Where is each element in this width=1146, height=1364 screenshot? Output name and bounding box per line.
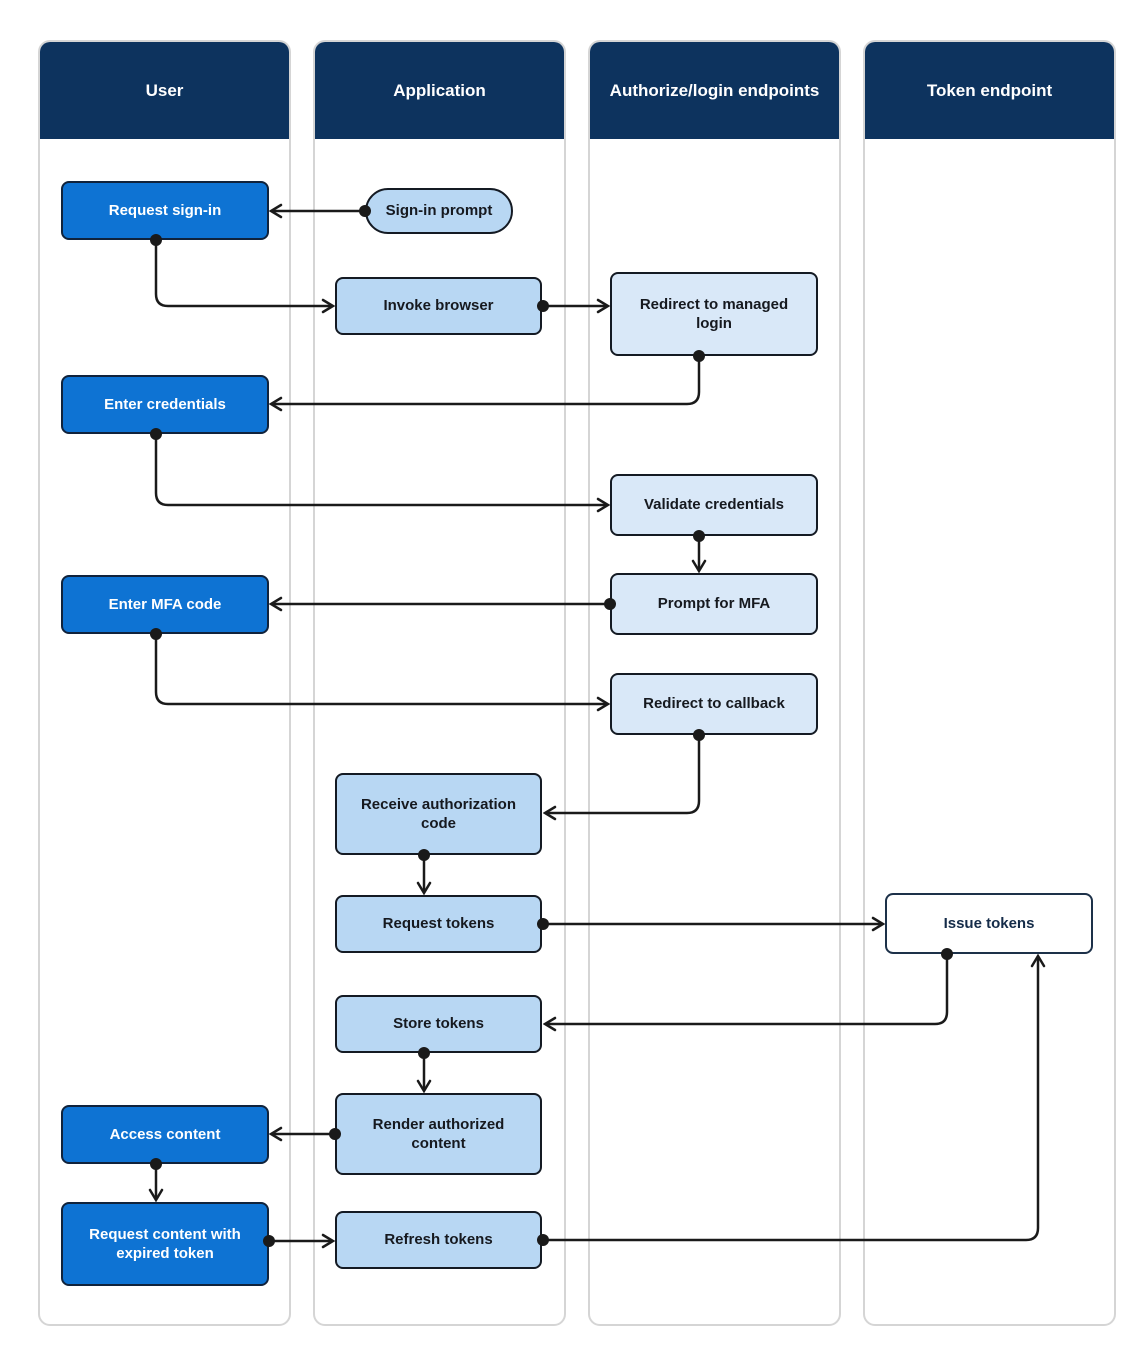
lane-title: User [145, 80, 184, 100]
lane-header-token-endpoint: Token endpoint [865, 42, 1114, 139]
lane-header-application: Application [315, 42, 564, 139]
lane-token-endpoint: Token endpoint [863, 40, 1116, 1326]
node-enter-credentials: Enter credentials [61, 375, 269, 434]
node-issue-tokens: Issue tokens [885, 893, 1093, 954]
node-request-sign-in: Request sign-in [61, 181, 269, 240]
node-redirect-to-callback: Redirect to callback [610, 673, 818, 735]
node-redirect-to-managed-login: Redirect to managed login [610, 272, 818, 356]
node-sign-in-prompt: Sign-in prompt [365, 188, 513, 234]
node-request-content-with-expired-token: Request content with expired token [61, 1202, 269, 1286]
node-request-tokens: Request tokens [335, 895, 542, 953]
lane-title: Authorize/login endpoints [609, 80, 820, 100]
lane-title: Token endpoint [926, 80, 1053, 100]
node-receive-authorization-code: Receive authorization code [335, 773, 542, 855]
lane-header-user: User [40, 42, 289, 139]
node-invoke-browser: Invoke browser [335, 277, 542, 335]
node-store-tokens: Store tokens [335, 995, 542, 1053]
node-enter-mfa-code: Enter MFA code [61, 575, 269, 634]
node-prompt-for-mfa: Prompt for MFA [610, 573, 818, 635]
lane-header-authorize-login-endpoints: Authorize/login endpoints [590, 42, 839, 139]
node-render-authorized-content: Render authorized content [335, 1093, 542, 1175]
lane-title: Application [393, 80, 486, 100]
node-validate-credentials: Validate credentials [610, 474, 818, 536]
node-refresh-tokens: Refresh tokens [335, 1211, 542, 1269]
node-access-content: Access content [61, 1105, 269, 1164]
